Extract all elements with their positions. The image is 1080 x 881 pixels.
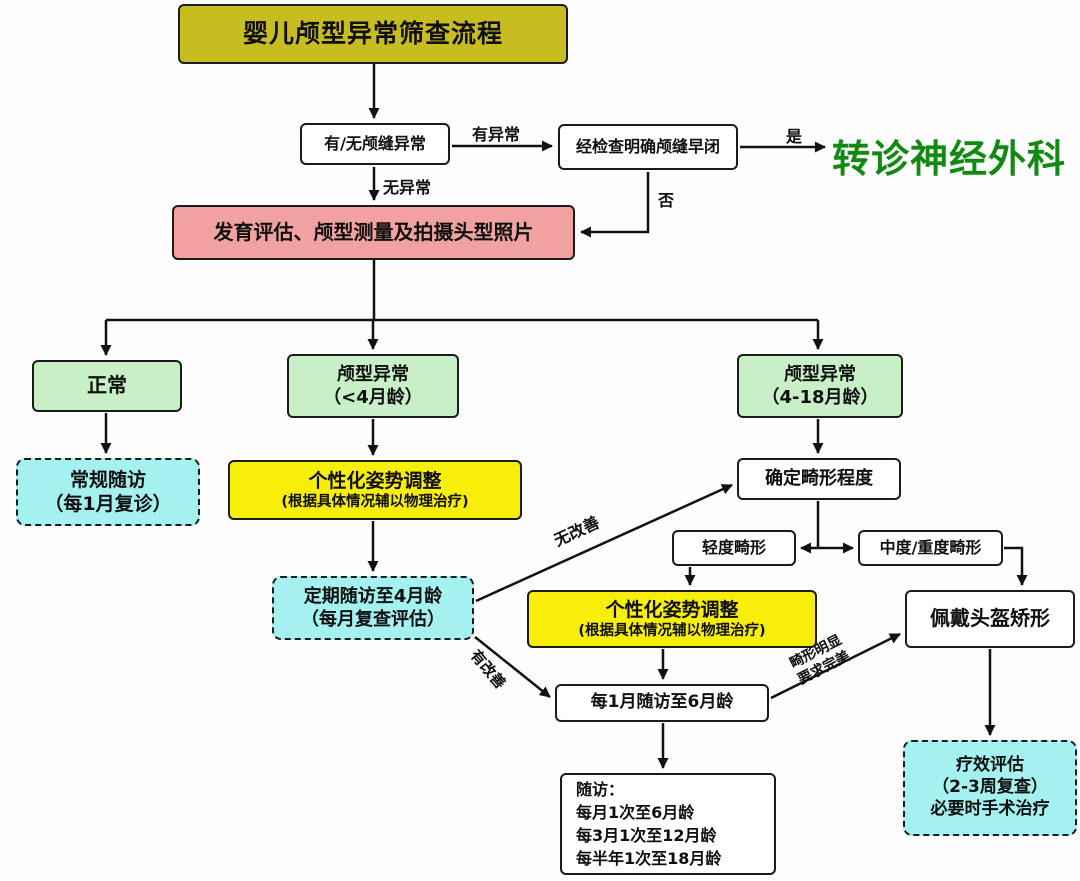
edge-label-no-abnormality: 无异常 [383, 178, 432, 197]
node-normal: 正常 [32, 360, 182, 412]
node-label: 每1月随访至6月龄 [590, 692, 734, 713]
node-sublabel: （每1月复诊） [44, 493, 172, 515]
node-mild-deformity: 轻度畸形 [672, 530, 796, 566]
node-label: 个性化姿势调整 [605, 598, 739, 621]
node-suture-check: 有/无颅缝异常 [300, 123, 450, 165]
node-label: 转诊神经外科 [832, 137, 1067, 181]
node-moderate-severe-deformity: 中度/重度畸形 [858, 530, 1003, 566]
node-periodic-followup-4mo: 定期随访至4月龄 （每月复查评估） [272, 576, 474, 640]
edge-label-has-abnormality: 有异常 [472, 125, 521, 144]
node-label: 正常 [87, 373, 127, 398]
node-routine-followup: 常规随访 （每1月复诊） [16, 458, 200, 526]
node-abnormal-under-4mo: 颅型异常 （<4月龄） [287, 354, 459, 418]
node-label: 发育评估、颅型测量及拍摄头型照片 [213, 219, 534, 244]
node-label: 常规随访 [69, 468, 146, 491]
node-label: 中度/重度畸形 [879, 537, 982, 557]
node-sublabel: （4-18月龄） [761, 387, 879, 408]
node-label: 疗效评估 [956, 755, 1024, 776]
node-label: 颅型异常 [337, 363, 409, 385]
node-label: 经检查明确颅缝早闭 [575, 136, 720, 156]
node-sublabel: （每月复查评估） [301, 609, 445, 630]
node-sublabel: 必要时手术治疗 [930, 798, 1050, 819]
node-label: 佩戴头盔矫形 [930, 606, 1050, 631]
node-helmet-orthosis: 佩戴头盔矫形 [905, 590, 1075, 648]
node-label: 颅型异常 [784, 363, 856, 385]
node-sublabel: 每半年1次至18月龄 [576, 849, 722, 869]
node-label: 确定畸形程度 [765, 468, 873, 490]
node-monthly-followup-6mo: 每1月随访至6月龄 [555, 684, 769, 722]
node-label: 定期随访至4月龄 [303, 585, 443, 607]
node-efficacy-evaluation: 疗效评估 （2-3周复查） 必要时手术治疗 [903, 740, 1077, 836]
node-determine-severity: 确定畸形程度 [737, 458, 901, 500]
node-posture-adjustment-1: 个性化姿势调整 (根据具体情况辅以物理治疗) [228, 460, 522, 520]
node-posture-adjustment-2: 个性化姿势调整 (根据具体情况辅以物理治疗) [527, 590, 817, 648]
node-development-assessment: 发育评估、颅型测量及拍摄头型照片 [172, 205, 575, 260]
node-label: 有/无颅缝异常 [324, 133, 426, 153]
node-label: 随访： [576, 779, 625, 799]
node-label: 个性化姿势调整 [308, 469, 442, 492]
edge-label-yes: 是 [786, 127, 803, 146]
node-sublabel: (根据具体情况辅以物理治疗) [281, 493, 469, 510]
node-suture-confirm: 经检查明确颅缝早闭 [558, 124, 738, 170]
node-followup-schedule: 随访： 每月1次至6月龄 每3月1次至12月龄 每半年1次至18月龄 [560, 773, 776, 875]
node-sublabel: (根据具体情况辅以物理治疗) [578, 622, 766, 639]
node-label: 轻度畸形 [701, 537, 766, 557]
node-sublabel: （<4月龄） [323, 387, 423, 408]
node-sublabel: （2-3周复查） [932, 777, 1048, 798]
node-abnormal-4-18mo: 颅型异常 （4-18月龄） [737, 354, 903, 418]
title-text: 婴儿颅型异常筛查流程 [242, 19, 503, 48]
neurosurgery-referral-text: 转诊神经外科 [832, 128, 1066, 183]
edge-label-no: 否 [658, 191, 675, 210]
node-sublabel: 每月1次至6月龄 [576, 802, 695, 822]
node-sublabel: 每3月1次至12月龄 [576, 826, 717, 845]
title-box: 婴儿颅型异常筛查流程 [178, 4, 568, 64]
